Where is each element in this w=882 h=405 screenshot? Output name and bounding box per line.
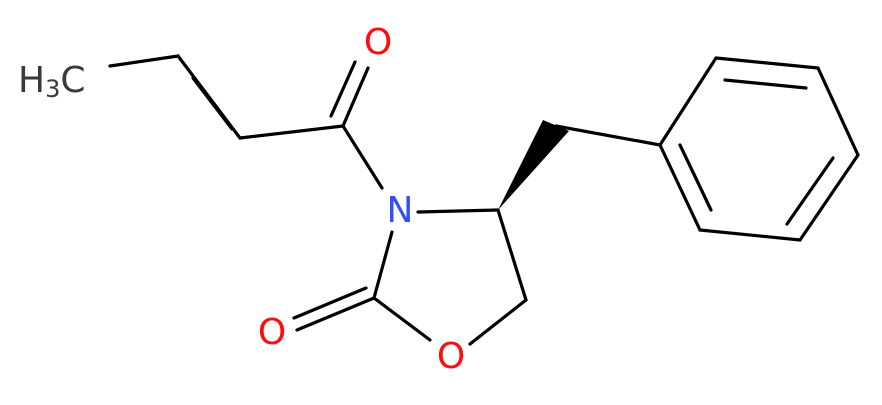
bond-ph-3 xyxy=(816,66,860,157)
methyl-c: C xyxy=(60,60,85,101)
bond-methyl-alkene xyxy=(108,54,180,68)
bond-alkene-carbonyl xyxy=(238,124,345,140)
bond-c2-o-double-b xyxy=(292,286,368,320)
bond-carbonyl-n xyxy=(341,124,384,190)
bond-c2-o-double-a xyxy=(295,296,376,332)
bond-ph-5 xyxy=(698,228,802,242)
bond-ringo-c5 xyxy=(468,298,528,346)
ring-carbonyl-oxygen: O xyxy=(258,312,286,353)
bond-acyl-co-double-b xyxy=(329,60,357,118)
bond-ph-inner-b xyxy=(785,156,835,226)
bond-n-c2 xyxy=(372,230,394,300)
bond-alkene-double-b xyxy=(191,76,234,131)
methyl-label: H3C xyxy=(18,60,86,103)
bond-acyl-co-double-a xyxy=(341,66,370,128)
bond-n-c4 xyxy=(416,208,500,214)
bond-c5-c4 xyxy=(496,208,528,302)
bond-ph-inner-a xyxy=(723,78,808,90)
ring-oxygen: O xyxy=(437,336,465,377)
methyl-subscript: 3 xyxy=(45,75,60,103)
bond-c4-ch2-wedge xyxy=(498,120,569,210)
bond-ch2-ipso xyxy=(554,124,662,147)
bond-ph-1 xyxy=(658,56,718,147)
bond-ph-6 xyxy=(658,143,702,232)
nitrogen-atom: N xyxy=(387,190,414,231)
acyl-carbonyl-oxygen: O xyxy=(364,22,392,63)
bond-c2-ringo xyxy=(372,296,432,342)
bond-ph-4 xyxy=(798,153,860,242)
bond-ph-2 xyxy=(714,56,820,70)
methyl-h: H xyxy=(18,60,45,101)
bonds xyxy=(108,54,860,346)
bond-ph-inner-c xyxy=(678,143,713,212)
atom-labels: H3C O N O O xyxy=(18,22,465,377)
